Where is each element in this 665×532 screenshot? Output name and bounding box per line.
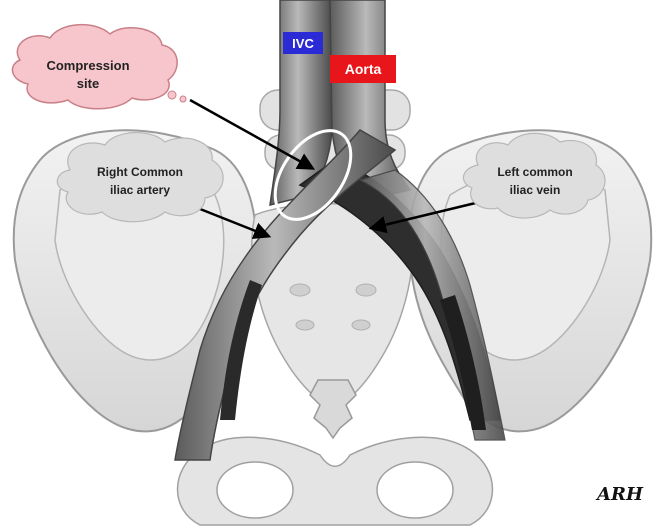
right-common-label-line2: iliac artery: [110, 183, 170, 197]
left-obturator: [377, 462, 453, 518]
left-common-label-line2: iliac vein: [510, 183, 561, 197]
aorta-label: Aorta: [345, 61, 382, 77]
signature: ARH: [595, 484, 644, 505]
right-common-label-line1: Right Common: [97, 165, 183, 179]
right-obturator: [217, 462, 293, 518]
coccyx: [310, 380, 356, 438]
left-common-label-line1: Left common: [497, 165, 572, 179]
compression-label-line1: Compression: [46, 58, 129, 73]
compression-label-line2: site: [77, 76, 99, 91]
ivc-label: IVC: [292, 36, 314, 51]
